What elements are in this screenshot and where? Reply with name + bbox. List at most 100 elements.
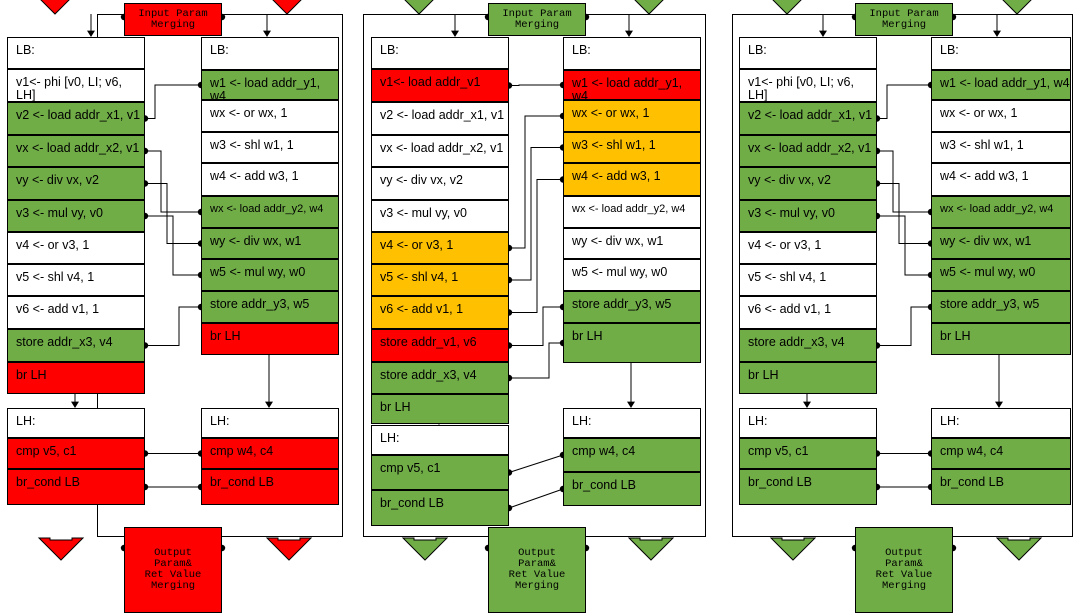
left-lb-instruction: store addr_x3, v4 — [7, 329, 145, 362]
wire — [509, 306, 563, 346]
right-lh-instruction: cmp w4, c4 — [201, 438, 339, 469]
right-lb-instruction: store addr_y3, w5 — [563, 291, 701, 323]
left-lb-instruction: v6 <- add v1, 1 — [7, 296, 145, 329]
left-lh-instruction: br_cond LB — [739, 469, 877, 505]
arrowhead — [995, 401, 1003, 408]
right-lb-instruction: w3 <- shl w1, 1 — [931, 132, 1071, 163]
right-lb-instruction: w3 <- shl w1, 1 — [563, 132, 701, 163]
right-lb-instruction: store addr_y3, w5 — [201, 291, 339, 323]
left-lb-instruction: v5 <- shl v4, 1 — [7, 264, 145, 296]
right-lb-instruction: w3 <- shl w1, 1 — [201, 132, 339, 163]
left-lh-instruction: LH: — [7, 408, 145, 438]
left-lb-instruction: v3 <- mul vy, v0 — [7, 200, 145, 232]
wire — [508, 488, 564, 509]
input-arrow-right — [272, 0, 302, 15]
left-lb-instruction: vx <- load addr_x2, v1 — [371, 135, 509, 167]
left-lb-instruction: LB: — [739, 37, 877, 69]
output-arrow-left — [769, 537, 817, 561]
output-arrow-right — [995, 537, 1043, 561]
left-lb-instruction: br LH — [7, 362, 145, 394]
input-arrow-right — [634, 0, 664, 15]
input-arrow-left — [404, 0, 434, 15]
right-lb-instruction: w4 <- add w3, 1 — [563, 163, 701, 196]
left-lb-instruction: v4 <- or v3, 1 — [7, 232, 145, 264]
left-lb-instruction: br LH — [739, 362, 877, 394]
left-lh-instruction: br_cond LB — [371, 490, 509, 526]
wire — [145, 183, 201, 244]
left-lb-instruction: store addr_x3, v4 — [371, 362, 509, 394]
right-lb-instruction: wx <- load addr_y2, w4 — [931, 196, 1071, 228]
output-arrow-left — [401, 537, 449, 561]
left-lb-instruction: LB: — [371, 37, 509, 69]
wire — [509, 84, 563, 86]
left-lb-instruction: vy <- div vx, v2 — [371, 167, 509, 200]
left-lb-instruction: v4 <- or v3, 1 — [739, 232, 877, 264]
arrowhead — [265, 401, 273, 408]
arrowhead — [803, 401, 811, 408]
left-lb-instruction: v1<- load addr_v1 — [371, 69, 509, 102]
left-lb-instruction: vx <- load addr_x2, v1 — [7, 135, 145, 167]
arrowhead — [451, 30, 459, 37]
right-lh-instruction: br_cond LB — [563, 472, 701, 506]
arrowhead — [993, 30, 1001, 37]
wire — [509, 342, 563, 379]
left-lb-instruction: vy <- div vx, v2 — [739, 167, 877, 200]
wire — [877, 84, 931, 119]
input-param-merging-box: Input Param Merging — [488, 3, 586, 36]
arrowhead — [71, 401, 79, 408]
left-lb-instruction: vy <- div vx, v2 — [7, 167, 145, 200]
right-lb-instruction: w4 <- add w3, 1 — [931, 163, 1071, 196]
right-lb-instruction: wx <- load addr_y2, w4 — [201, 196, 339, 228]
right-lb-instruction: w1 <- load addr_y1, w4 — [931, 70, 1071, 100]
left-lb-instruction: v2 <- load addr_x1, v1 — [7, 102, 145, 135]
wire — [877, 306, 931, 346]
left-lb-instruction: br LH — [371, 394, 509, 424]
left-lb-instruction: v1<- phi [v0, LI; v6, LH] — [739, 69, 877, 102]
right-lb-instruction: wy <- div wx, w1 — [201, 228, 339, 259]
right-lh-instruction: cmp w4, c4 — [563, 438, 701, 472]
right-lh-instruction: LH: — [931, 408, 1071, 438]
right-lb-instruction: w5 <- mul wy, w0 — [563, 259, 701, 291]
right-lh-instruction: cmp w4, c4 — [931, 438, 1071, 469]
input-arrow-left — [772, 0, 802, 15]
left-lb-instruction: v6 <- add v1, 1 — [739, 296, 877, 329]
right-lb-instruction: wy <- div wx, w1 — [563, 228, 701, 259]
right-lb-instruction: w5 <- mul wy, w0 — [201, 259, 339, 291]
wire — [145, 215, 201, 276]
wire — [509, 179, 563, 313]
right-lb-instruction: wx <- or wx, 1 — [201, 100, 339, 132]
wire — [877, 215, 931, 276]
right-lb-instruction: LB: — [201, 37, 339, 70]
right-lb-instruction: br LH — [201, 323, 339, 355]
input-arrow-right — [1002, 0, 1032, 15]
right-lb-instruction: wx <- load addr_y2, w4 — [563, 196, 701, 228]
left-lb-instruction: v6 <- add v1, 1 — [371, 296, 509, 329]
output-merging-box: Output Param& Ret Value Merging — [855, 527, 953, 613]
right-lb-instruction: w5 <- mul wy, w0 — [931, 259, 1071, 291]
right-lh-instruction: LH: — [563, 408, 701, 438]
wire — [509, 115, 563, 249]
input-param-merging-box: Input Param Merging — [855, 3, 953, 36]
output-arrow-right — [627, 537, 675, 561]
wire — [145, 84, 201, 119]
right-lh-instruction: br_cond LB — [201, 469, 339, 505]
left-lb-instruction: v2 <- load addr_x1, v1 — [371, 102, 509, 135]
left-lb-instruction: v3 <- mul vy, v0 — [371, 200, 509, 232]
wire — [508, 454, 564, 473]
right-lb-instruction: w1 <- load addr_y1, w4 — [563, 70, 701, 100]
wire — [145, 306, 201, 346]
right-lb-instruction: LB: — [931, 37, 1071, 70]
left-lh-instruction: LH: — [371, 425, 509, 455]
left-lb-instruction: vx <- load addr_x2, v1 — [739, 135, 877, 167]
wire — [509, 147, 563, 281]
output-merging-box: Output Param& Ret Value Merging — [488, 527, 586, 613]
right-lb-instruction: wx <- or wx, 1 — [931, 100, 1071, 132]
arrowhead — [263, 30, 271, 37]
output-arrow-left — [37, 537, 85, 561]
left-lb-instruction: v5 <- shl v4, 1 — [739, 264, 877, 296]
right-lb-instruction: br LH — [931, 323, 1071, 355]
left-lb-instruction: store addr_v1, v6 — [371, 329, 509, 362]
left-lb-instruction: LB: — [7, 37, 145, 69]
right-lh-instruction: br_cond LB — [931, 469, 1071, 505]
